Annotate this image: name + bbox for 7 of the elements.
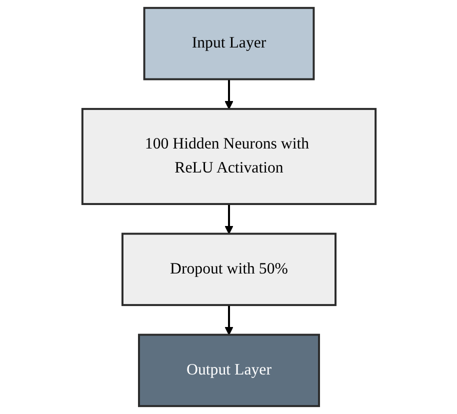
arrow (224, 204, 233, 234)
node-box (80, 108, 376, 206)
node-box (120, 232, 336, 306)
node-box (142, 6, 314, 80)
arrow (224, 305, 233, 336)
arrow (224, 79, 233, 110)
node-box (138, 334, 320, 408)
